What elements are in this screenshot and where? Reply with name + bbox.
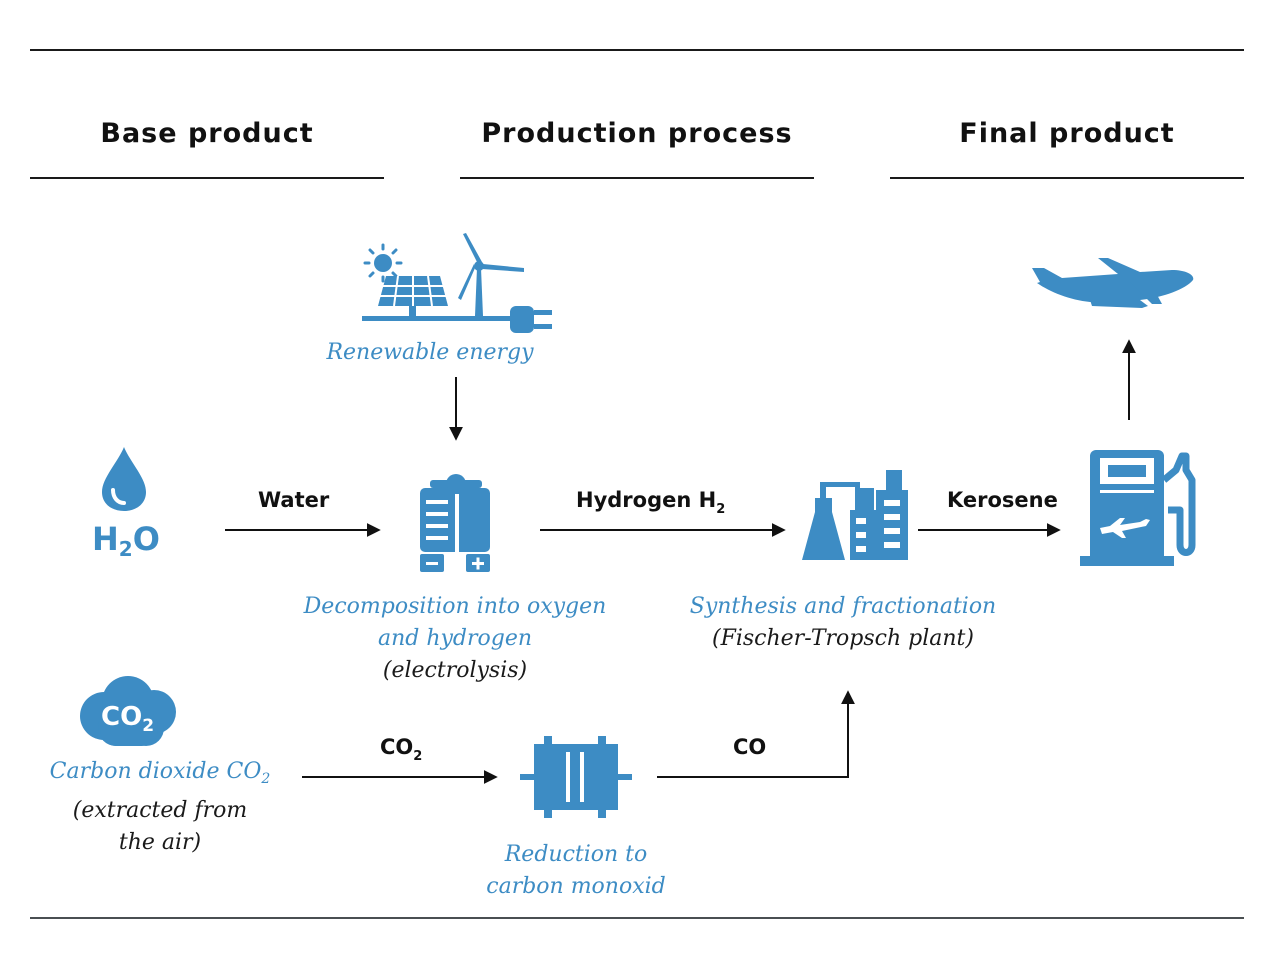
co2-cloud-label: CO2 [101, 702, 154, 736]
water-drop-icon [102, 447, 146, 511]
edge-label-co2: CO2 [380, 735, 423, 764]
column-heading-base: Base product [100, 118, 314, 149]
reduction-caption-line2: carbon monoxid [486, 874, 666, 899]
co2-source-note-line2: the air) [118, 830, 202, 855]
airplane-icon [1032, 258, 1194, 308]
renewable-energy-caption: Renewable energy [326, 340, 534, 365]
electrolysis-caption-line1: Decomposition into oxygen [303, 594, 607, 619]
synthesis-caption: Synthesis and fractionation (Fischer-Tro… [683, 591, 1003, 655]
fuel-pump-icon [1080, 450, 1196, 566]
electrolysis-caption: Decomposition into oxygen and hydrogen (… [290, 591, 620, 687]
electrolysis-caption-line2: and hydrogen [377, 626, 533, 651]
co2-source-caption: Carbon dioxide CO2 (extracted from the a… [30, 756, 290, 859]
edge-label-co: CO [733, 735, 767, 759]
synthesis-caption-main: Synthesis and fractionation [689, 594, 997, 619]
edge-label-hydrogen: Hydrogen H2 [576, 488, 726, 517]
reduction-caption: Reduction to carbon monoxid [446, 839, 706, 903]
column-heading-process: Production process [481, 118, 793, 149]
synthesis-note: (Fischer-Tropsch plant) [712, 626, 974, 651]
co2-source-note-line1: (extracted from [72, 798, 248, 823]
top-rule [30, 49, 1244, 51]
edge-label-kerosene: Kerosene [947, 488, 1058, 512]
final-column-rule [890, 177, 1244, 179]
base-column-rule [30, 177, 384, 179]
solar-wind-plug-icon [362, 233, 552, 333]
edge-label-water: Water [258, 488, 330, 512]
column-heading-final: Final product [959, 118, 1175, 149]
electrolyzer-icon [420, 474, 490, 572]
water-symbol: H2O [92, 520, 160, 561]
arrow-co [657, 690, 855, 778]
process-column-rule [460, 177, 814, 179]
factory-icon [802, 470, 908, 560]
bottom-rule [30, 917, 1244, 919]
electrolysis-note: (electrolysis) [382, 658, 528, 683]
reduction-caption-line1: Reduction to [504, 842, 648, 867]
co2-cloud-icon [80, 676, 176, 746]
co2-source-caption-main: Carbon dioxide CO2 [49, 759, 271, 787]
reactor-icon [520, 736, 632, 818]
